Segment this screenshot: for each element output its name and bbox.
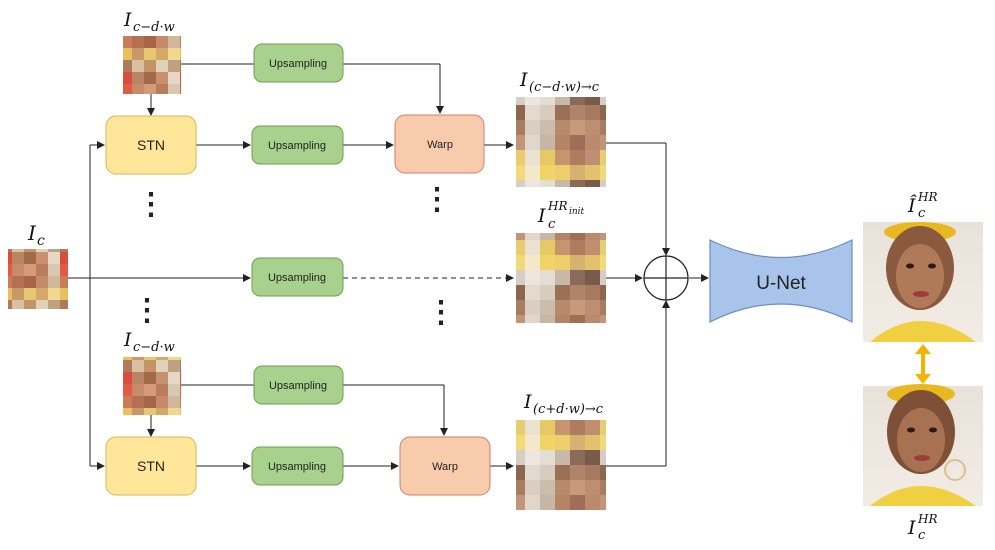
svg-text:c: c bbox=[37, 233, 45, 249]
svg-text:I: I bbox=[519, 69, 528, 91]
svg-text:c: c bbox=[548, 217, 556, 232]
svg-text:init: init bbox=[569, 207, 585, 217]
label-neighbor-top: I c−d·w bbox=[123, 9, 175, 35]
ellipsis-4: ⋮ bbox=[426, 296, 456, 329]
upsampling-block-5: Upsampling bbox=[251, 446, 344, 486]
warped-top-image bbox=[516, 97, 606, 187]
svg-text:Upsampling: Upsampling bbox=[268, 272, 326, 284]
svg-text:I: I bbox=[523, 391, 532, 413]
neighbor-top-image bbox=[123, 36, 181, 94]
label-warped-bottom: I (c+d·w)→c bbox=[523, 391, 604, 417]
svg-text:I: I bbox=[123, 9, 132, 31]
center-input-image bbox=[8, 249, 68, 309]
svg-text:HR: HR bbox=[917, 190, 938, 204]
svg-text:U-Net: U-Net bbox=[756, 273, 806, 294]
upsampling-block-3: Upsampling bbox=[251, 257, 344, 297]
ellipsis-3: ⋮ bbox=[132, 294, 162, 327]
label-hr-output: Î c HR bbox=[907, 190, 938, 221]
upsampling-block-1: Upsampling bbox=[253, 43, 344, 83]
ellipsis-2: ⋮ bbox=[422, 183, 452, 216]
compare-arrow bbox=[915, 344, 931, 384]
svg-text:Upsampling: Upsampling bbox=[268, 461, 326, 473]
svg-text:Warp: Warp bbox=[427, 139, 453, 151]
sum-node bbox=[643, 255, 689, 301]
svg-text:I: I bbox=[907, 517, 916, 539]
label-warped-top: I (c−d·w)→c bbox=[519, 69, 600, 95]
svg-text:Upsampling: Upsampling bbox=[268, 140, 326, 152]
upsampling-block-4: Upsampling bbox=[253, 365, 344, 405]
svg-text:c: c bbox=[918, 206, 926, 221]
unet-block: U-Net bbox=[709, 239, 853, 323]
svg-text:Upsampling: Upsampling bbox=[269, 380, 327, 392]
svg-text:HR: HR bbox=[547, 199, 568, 213]
svg-text:I: I bbox=[123, 329, 132, 351]
upsampling-block-2: Upsampling bbox=[251, 125, 344, 165]
neighbor-bottom-image bbox=[123, 357, 181, 415]
svg-text:STN: STN bbox=[137, 137, 165, 153]
warp-block-bottom: Warp bbox=[399, 436, 491, 496]
svg-text:c: c bbox=[918, 528, 926, 543]
stn-block-bottom: STN bbox=[105, 436, 197, 496]
svg-text:(c+d·w)→c: (c+d·w)→c bbox=[533, 402, 604, 417]
warp-block-top: Warp bbox=[394, 114, 485, 174]
svg-text:Upsampling: Upsampling bbox=[269, 58, 327, 70]
warped-bottom-image bbox=[516, 420, 606, 510]
svg-text:I: I bbox=[27, 221, 37, 245]
hr-ground-truth-image bbox=[863, 384, 983, 506]
stn-block-top: STN bbox=[105, 115, 197, 175]
label-neighbor-bottom: I c−d·w bbox=[123, 329, 175, 355]
svg-text:(c−d·w)→c: (c−d·w)→c bbox=[529, 80, 600, 95]
label-hr-ground-truth: I c HR bbox=[907, 512, 938, 543]
label-input-center: I c bbox=[27, 221, 45, 249]
svg-text:HR: HR bbox=[917, 512, 938, 526]
ellipsis-1: ⋮ bbox=[136, 188, 166, 221]
svg-text:c−d·w: c−d·w bbox=[133, 340, 175, 355]
svg-text:Î: Î bbox=[907, 194, 917, 217]
hr-init-image bbox=[516, 233, 606, 323]
hr-output-image bbox=[863, 222, 983, 342]
svg-text:c−d·w: c−d·w bbox=[133, 20, 175, 35]
label-hr-init: I c HR init bbox=[537, 199, 585, 232]
svg-text:Warp: Warp bbox=[432, 461, 458, 473]
svg-text:I: I bbox=[537, 205, 546, 227]
svg-text:STN: STN bbox=[137, 458, 165, 474]
